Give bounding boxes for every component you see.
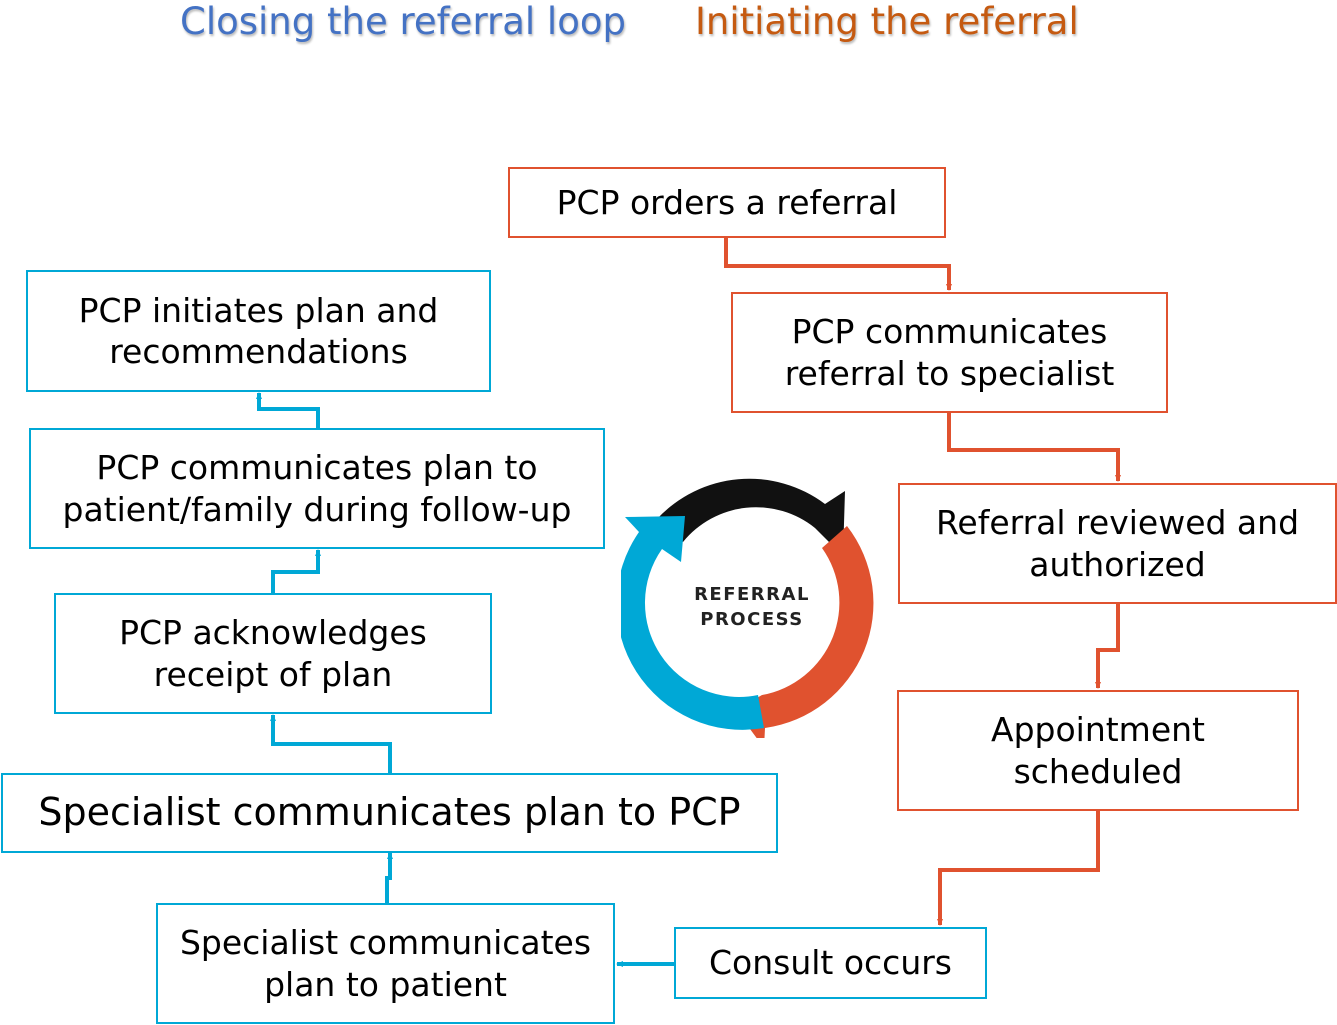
step-label: PCP communicates plan to patient/family … [62,448,572,529]
step-pcp-initiates-plan: PCP initiates plan and recommendations [26,270,491,392]
step-pcp-communicates-plan: PCP communicates plan to patient/family … [29,428,605,549]
step-pcp-communicates-referral: PCP communicates referral to specialist [731,292,1168,413]
step-label: Specialist communicates plan to PCP [38,790,741,835]
cycle-segment-top [657,478,845,556]
arrow-specialist-patient-to-pcp [385,852,393,903]
step-specialist-communicates-to-pcp: Specialist communicates plan to PCP [1,773,778,853]
step-label: Referral reviewed and authorized [935,503,1300,584]
arrow-reviewed-to-scheduled [1095,604,1120,689]
arrow-orders-to-communicates [724,238,952,291]
step-appointment-scheduled: Appointment scheduled [897,690,1299,811]
step-label: Consult occurs [708,943,952,983]
cycle-segment-left [616,516,764,730]
step-referral-reviewed: Referral reviewed and authorized [898,483,1337,604]
step-label: Specialist communicates plan to patient [179,923,592,1004]
cycle-segment-right [736,526,874,748]
arrow-communicates-plan-to-initiates [256,392,320,428]
step-specialist-communicates-to-patient: Specialist communicates plan to patient [156,903,615,1024]
step-pcp-acknowledges-receipt: PCP acknowledges receipt of plan [54,593,492,714]
arrow-communicates-to-reviewed [947,413,1121,482]
arrow-acknowledges-to-communicates-plan [271,549,321,593]
arrow-scheduled-to-consult [937,811,1100,926]
closing-loop-heading: Closing the referral loop [180,0,626,43]
step-label: PCP initiates plan and recommendations [78,290,439,371]
referral-process-label: REFERRAL PROCESS [694,584,810,631]
step-consult-occurs: Consult occurs [674,927,987,999]
arrow-specialist-pcp-to-acknowledges [270,714,392,773]
step-label: PCP communicates referral to specialist [784,312,1115,393]
step-label: PCP orders a referral [556,182,898,222]
step-label: PCP acknowledges receipt of plan [119,613,427,694]
referral-process-cycle: REFERRAL PROCESS [616,476,883,748]
initiating-referral-heading: Initiating the referral [695,0,1079,43]
step-label: Appointment scheduled [991,710,1205,791]
circular-arrows-icon [616,478,874,748]
step-pcp-orders-referral: PCP orders a referral [508,167,946,238]
